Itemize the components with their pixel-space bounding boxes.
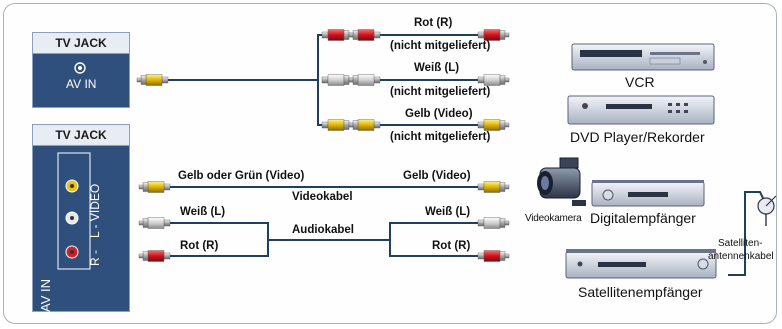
plug-white-device-audio: [477, 217, 510, 229]
plug-yellow-c: [477, 119, 510, 131]
plug-yellow-a: [321, 119, 354, 131]
cable-label-yellow: Gelb (Video): [405, 108, 473, 120]
white-right-label: Weiß (L): [425, 206, 471, 218]
plug-white-b: [348, 74, 381, 86]
white-left-label: Weiß (L): [180, 206, 226, 218]
plug-yellow-b: [348, 119, 381, 131]
cable-note-white: (nicht mitgeliefert): [390, 86, 491, 98]
cable-label-white: Weiß (L): [414, 62, 460, 74]
digital-receiver-label: Digitalempfänger: [590, 210, 696, 226]
cable-note-red: (nicht mitgeliefert): [390, 40, 491, 52]
red-left-label: Rot (R): [180, 240, 219, 252]
plug-red-a: [321, 29, 354, 41]
camcorder-icon: [537, 157, 586, 206]
digital-receiver-icon: [591, 180, 705, 207]
panel-header: TV JACK: [33, 125, 129, 146]
plug-red-tv-audio: [138, 250, 171, 262]
jack-label-r: R -: [88, 250, 102, 266]
av-in-label-bottom: AV IN: [38, 279, 53, 312]
satellite-receiver-label: Satellitenempfänger: [578, 284, 703, 300]
av-in-jack-plate: [57, 152, 91, 270]
satellite-receiver-icon: [565, 249, 717, 279]
jack-label-l-video: L - VIDEO: [88, 183, 102, 238]
dvd-player-icon: [567, 95, 715, 125]
vcr-label: VCR: [625, 74, 655, 90]
red-right-label: Rot (R): [432, 240, 471, 252]
plug-white-a: [321, 74, 354, 86]
plug-red-c: [477, 29, 510, 41]
tv-jack-panel-bottom: TV JACK: [32, 124, 130, 312]
av-in-jack-top: [74, 62, 86, 74]
plug-white-c: [477, 74, 510, 86]
camcorder-label: Videokamera: [525, 213, 582, 224]
plug-yellow-tv-video: [138, 181, 171, 193]
plug-white-tv-audio: [138, 217, 171, 229]
video-right-label: Gelb (Video): [403, 170, 471, 182]
top-wires: [165, 34, 478, 126]
video-cable-label: Videokabel: [292, 191, 353, 203]
plug-yellow-device-video: [477, 181, 510, 193]
top-plugs: [136, 29, 510, 131]
cable-label-red: Rot (R): [414, 17, 453, 29]
panel-header: TV JACK: [33, 33, 129, 54]
bottom-plugs: [138, 181, 510, 262]
plug-yellow-tv: [136, 74, 169, 86]
satellite-dish-icon: [757, 195, 777, 226]
video-left-label: Gelb oder Grün (Video): [178, 170, 305, 182]
cable-note-yellow: (nicht mitgeliefert): [390, 131, 491, 143]
audio-cable-label: Audiokabel: [292, 224, 354, 236]
av-in-label-top: AV IN: [66, 77, 97, 91]
dvd-label: DVD Player/Rekorder: [570, 129, 705, 145]
satellite-cable-label-2: antennenkabel: [708, 251, 774, 262]
satellite-cable-label-1: Satelliten-: [718, 238, 763, 249]
vcr-icon: [571, 43, 715, 71]
plug-red-b: [348, 29, 381, 41]
plug-red-device-audio: [477, 250, 510, 262]
tv-jack-panel-top: TV JACK: [32, 32, 130, 108]
